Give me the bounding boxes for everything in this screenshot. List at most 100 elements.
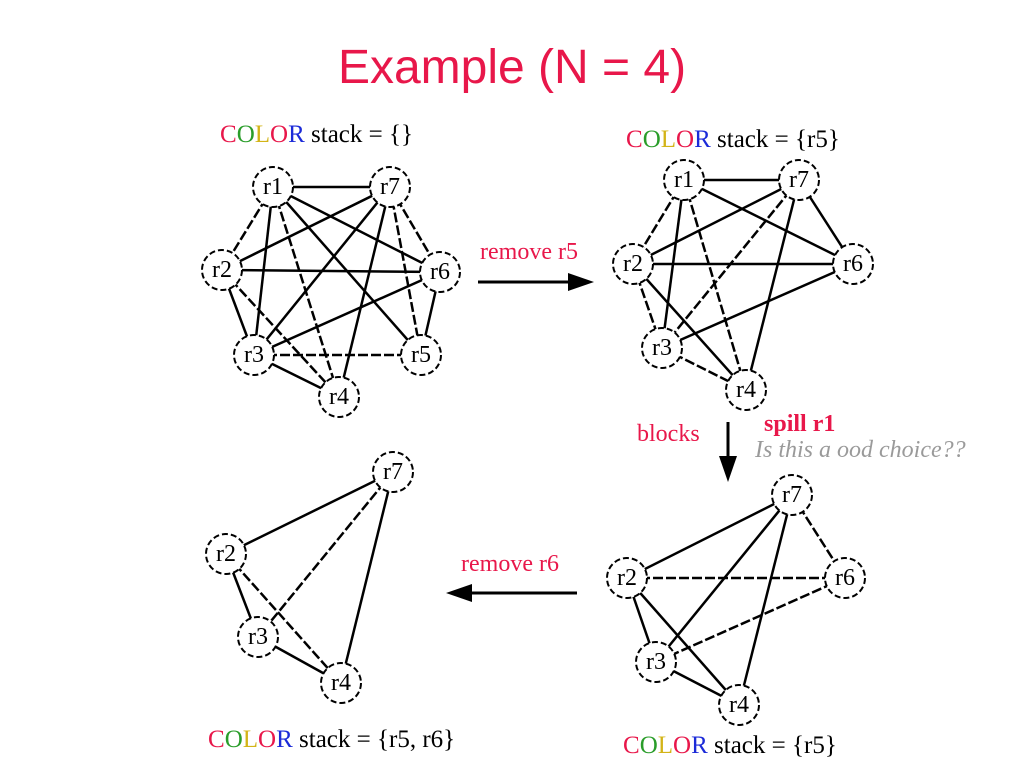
color-letter: R: [694, 126, 711, 153]
edge-r7-r2: [632, 178, 800, 266]
node-r1: r1: [663, 159, 705, 201]
edge-r7-r4: [744, 179, 801, 391]
node-circle: [725, 369, 767, 411]
node-circle: [372, 451, 414, 493]
node-r4: r4: [725, 369, 767, 411]
color-stack-label-g2: COLOR stack = {r5}: [626, 126, 840, 154]
node-circle: [201, 249, 243, 291]
node-r6: r6: [824, 557, 866, 599]
color-letter: O: [236, 121, 255, 148]
color-letter: O: [258, 726, 277, 753]
node-label: r2: [623, 251, 643, 277]
node-label: r3: [244, 342, 264, 368]
node-circle: [832, 243, 874, 285]
stack-contents: stack = {}: [304, 121, 413, 148]
color-letter: O: [673, 732, 692, 759]
node-circle: [663, 159, 705, 201]
node-label: r2: [212, 257, 232, 283]
node-r1: r1: [252, 166, 294, 208]
node-r2: r2: [606, 557, 648, 599]
remove-r6-caption: remove r6: [461, 551, 559, 577]
color-letter: R: [288, 121, 305, 148]
node-r3: r3: [237, 616, 279, 658]
stack-contents: stack = {r5}: [710, 126, 840, 153]
node-label: r7: [789, 167, 809, 193]
node-label: r7: [380, 174, 400, 200]
edge-r6-r3: [253, 270, 441, 357]
color-letter: O: [270, 121, 289, 148]
color-letter: L: [254, 121, 271, 148]
color-letter: C: [208, 726, 225, 753]
node-label: r1: [263, 174, 283, 200]
node-circle: [718, 684, 760, 726]
node-circle: [237, 616, 279, 658]
node-label: r4: [729, 692, 749, 718]
node-r3: r3: [233, 334, 275, 376]
node-circle: [233, 334, 275, 376]
transition-arrow-remove-r6: [446, 584, 577, 602]
good-choice-question: Is this a ood choice??: [755, 437, 966, 463]
node-r7: r7: [372, 451, 414, 493]
node-label: r4: [329, 384, 349, 410]
node-label: r5: [411, 342, 431, 368]
node-circle: [252, 166, 294, 208]
node-r4: r4: [318, 376, 360, 418]
edge-r1-r4: [682, 179, 748, 391]
blocks-caption: blocks: [637, 421, 700, 447]
stack-contents: stack = {r5, r6}: [292, 726, 456, 753]
color-letter: O: [224, 726, 243, 753]
color-letter: L: [657, 732, 674, 759]
color-stack-label-g4: COLOR stack = {r5, r6}: [208, 726, 455, 754]
color-letter: C: [623, 732, 640, 759]
node-r2: r2: [201, 249, 243, 291]
edge-r6-r3: [661, 262, 854, 350]
edge-r1-r6: [683, 178, 854, 266]
edge-r7-r2: [221, 185, 391, 272]
color-letter: L: [242, 726, 259, 753]
transition-arrow-spill: [719, 422, 737, 482]
node-label: r7: [383, 459, 403, 485]
node-r4: r4: [320, 662, 362, 704]
node-label: r3: [248, 624, 268, 650]
spill-r1-caption: spill r1: [764, 411, 836, 437]
node-circle: [400, 334, 442, 376]
node-circle: [778, 159, 820, 201]
node-label: r6: [843, 251, 863, 277]
graph-g1: r1 r7 r2 r6 r3 r5 r4: [201, 166, 461, 418]
edge-r2-r4: [221, 269, 340, 398]
node-circle: [419, 251, 461, 293]
node-circle: [824, 557, 866, 599]
node-label: r4: [331, 670, 351, 696]
node-circle: [641, 327, 683, 369]
edge-r2-r4: [225, 553, 342, 684]
edge-r7-r2: [225, 470, 394, 556]
node-r3: r3: [641, 327, 683, 369]
graph-g2: r1 r7 r2 r6 r3 r4: [612, 159, 874, 411]
color-letter: C: [626, 126, 643, 153]
node-label: r3: [652, 335, 672, 361]
transition-arrow-remove-r5: [478, 273, 594, 291]
edge-r7-r2: [626, 493, 793, 580]
node-r5: r5: [400, 334, 442, 376]
node-r6: r6: [832, 243, 874, 285]
node-circle: [205, 533, 247, 575]
color-letter: O: [642, 126, 661, 153]
node-r6: r6: [419, 251, 461, 293]
edge-r2-r4: [632, 263, 747, 391]
edge-r7-r4: [737, 494, 794, 706]
stack-contents: stack = {r5}: [707, 732, 837, 759]
color-letter: L: [660, 126, 677, 153]
node-r3: r3: [635, 641, 677, 683]
edge-r7-r4: [337, 186, 392, 398]
color-letter: C: [220, 121, 237, 148]
node-circle: [369, 166, 411, 208]
node-r7: r7: [369, 166, 411, 208]
edge-r6-r3: [655, 576, 846, 664]
node-r2: r2: [205, 533, 247, 575]
node-label: r2: [216, 541, 236, 567]
node-label: r6: [430, 259, 450, 285]
edge-r2-r4: [626, 577, 740, 706]
color-stack-label-g1: COLOR stack = {}: [220, 121, 413, 149]
node-r4: r4: [718, 684, 760, 726]
node-label: r1: [674, 167, 694, 193]
